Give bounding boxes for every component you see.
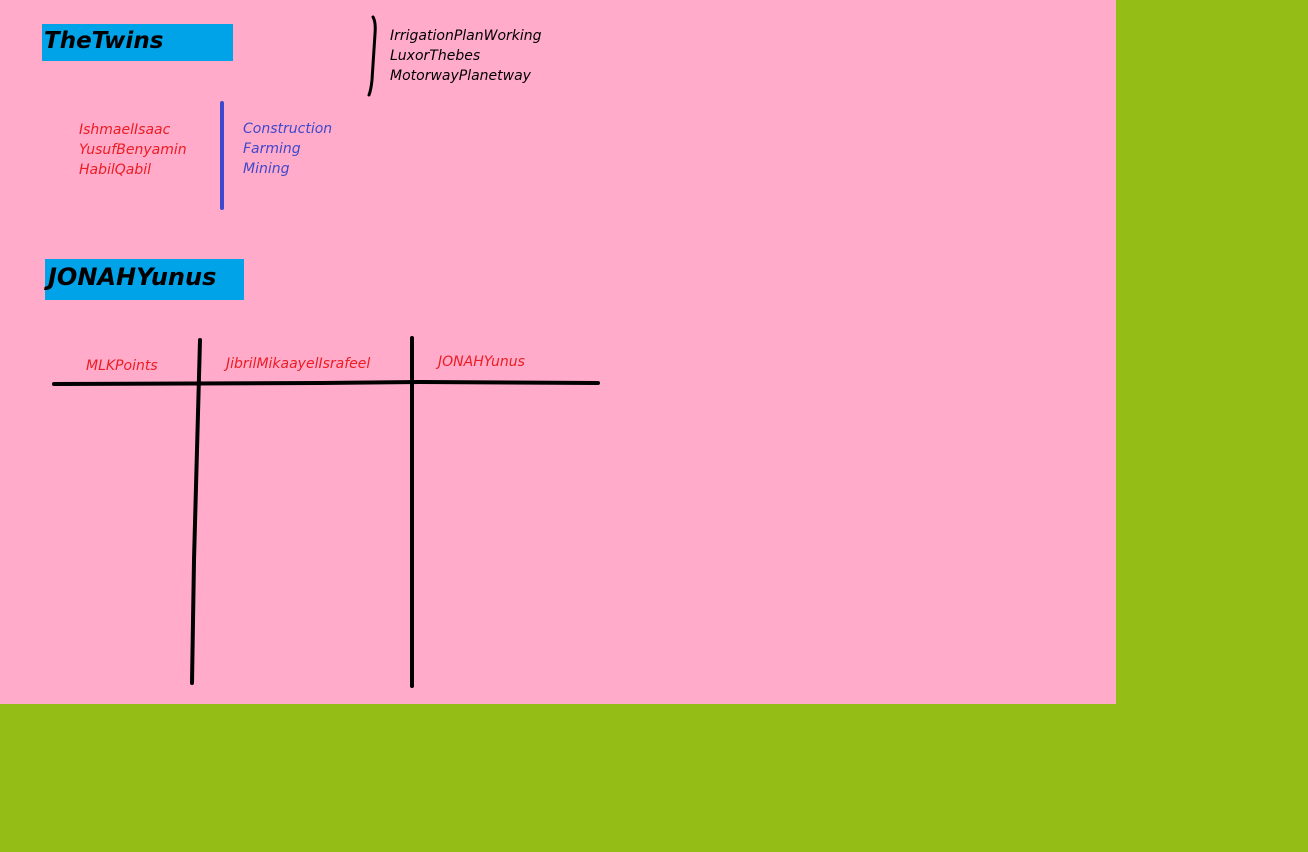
- table-column-header: MLKPoints: [86, 358, 158, 374]
- person-item: YusufBenyamin: [79, 142, 187, 158]
- projects-list: IrrigationPlanWorking LuxorThebes Motorw…: [390, 26, 542, 86]
- person-item: HabilQabil: [79, 162, 152, 178]
- fields-list: Construction Farming Mining: [243, 119, 332, 179]
- people-list: IshmaelIsaac YusufBenyamin HabilQabil: [79, 120, 187, 180]
- table-header-line: [52, 379, 600, 386]
- title-the-twins: TheTwins: [42, 24, 233, 61]
- hand-drawn-strokes: [52, 15, 600, 688]
- project-item: LuxorThebes: [390, 48, 481, 64]
- project-item: MotorwayPlanetway: [390, 68, 531, 84]
- field-item: Construction: [243, 121, 333, 137]
- table-column-header: JONAHYunus: [438, 354, 525, 370]
- person-item: IshmaelIsaac: [79, 122, 171, 138]
- title-jonah-yunus: JONAHYunus: [45, 259, 244, 300]
- project-item: IrrigationPlanWorking: [390, 28, 542, 44]
- drawing-canvas: TheTwins IrrigationPlanWorking LuxorTheb…: [0, 0, 1116, 704]
- bracket-divider: [367, 15, 377, 97]
- field-item: Farming: [243, 141, 301, 157]
- field-item: Mining: [243, 161, 290, 177]
- table-divider-left: [190, 338, 202, 685]
- table-column-header: JibrilMikaayelIsrafeel: [226, 356, 371, 372]
